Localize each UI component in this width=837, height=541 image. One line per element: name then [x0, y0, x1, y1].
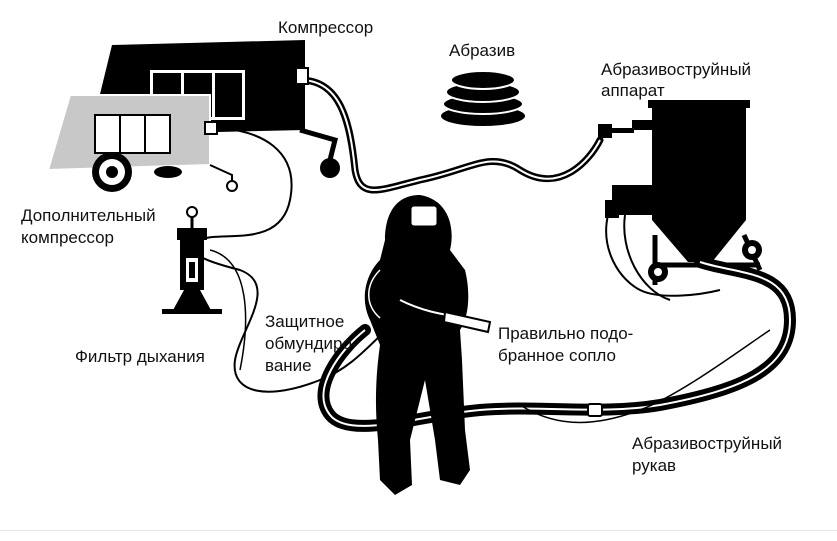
nozzle-label-line2: бранное сопло — [498, 346, 616, 365]
suit-air-line — [209, 249, 247, 371]
blast-hose-label-line1: Абразивоструйный — [632, 434, 783, 453]
nozzle-label-line1: Правильно подо- — [498, 324, 634, 343]
control-line — [605, 214, 721, 297]
blast-machine-label-line2: аппарат — [601, 81, 665, 100]
breathing-filter-label: Фильтр дыхания — [75, 347, 205, 366]
deadman-line — [519, 329, 771, 424]
blast-pot-icon — [598, 100, 763, 285]
abrasive-pile-icon — [441, 70, 525, 126]
compressor-label: Компрессор — [278, 18, 374, 37]
air-hose-main-highlight — [299, 79, 601, 191]
hose-coupling — [587, 403, 603, 417]
control-line-2 — [623, 214, 671, 301]
blast-hose-label-line2: рукав — [632, 456, 677, 475]
auxiliary-compressor-icon — [46, 94, 238, 192]
protective-suit-label-line3: вание — [265, 356, 312, 375]
breathing-air-line — [191, 127, 421, 393]
extra-compressor-label-line2: компрессор — [21, 228, 114, 247]
operator-in-suit-icon — [364, 195, 492, 495]
abrasive-label: Абразив — [449, 41, 516, 60]
breathing-filter-icon — [162, 206, 222, 314]
blast-machine-label-line1: Абразивоструйный — [601, 60, 752, 79]
blast-hose-highlight — [322, 261, 792, 427]
protective-suit-label-line1: Защитное — [265, 312, 345, 331]
protective-suit-label-line2: обмундиро- — [265, 334, 358, 353]
bottom-divider — [0, 530, 837, 531]
extra-compressor-label-line1: Дополнительный — [21, 206, 156, 225]
